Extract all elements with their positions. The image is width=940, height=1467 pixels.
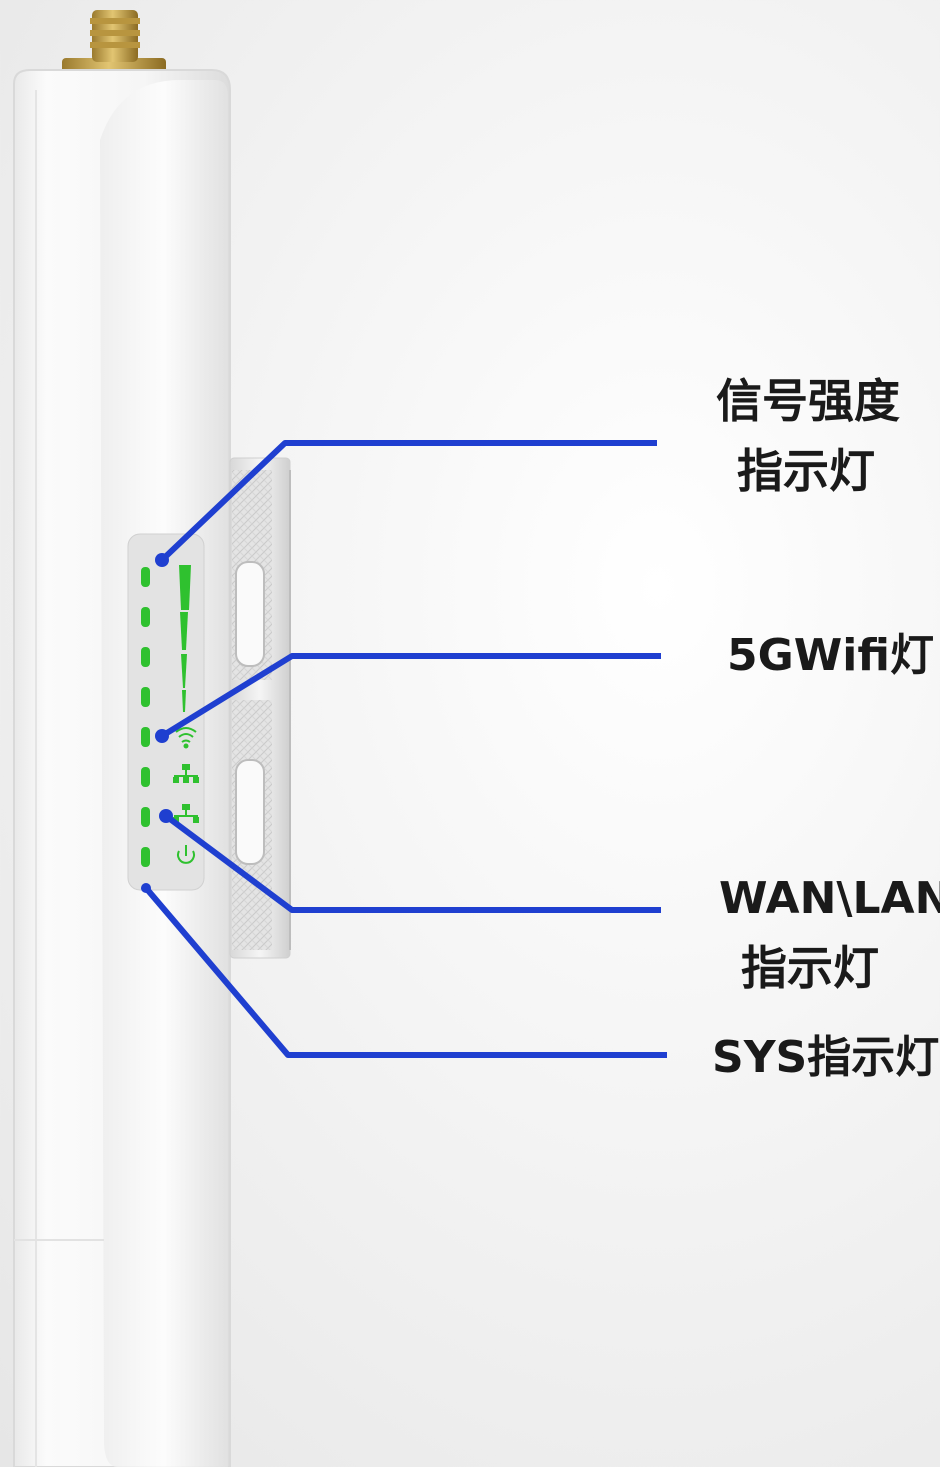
wifi-callout-line [160, 653, 661, 739]
signal-callout-line [159, 440, 657, 563]
signal-strength-label-line2: 指示灯 [737, 444, 875, 498]
wifi-icon [175, 727, 197, 749]
wan-lan-callout-line [164, 813, 661, 913]
wan-lan-label-line2: 指示灯 [741, 941, 879, 995]
sys-label: SYS指示灯 [712, 1032, 940, 1083]
mounting-bracket [229, 457, 291, 959]
led-column [141, 567, 150, 867]
led-panel [127, 533, 205, 891]
wifi-5g-label: 5GWifi灯 [727, 630, 934, 681]
signal-led-2 [141, 607, 150, 627]
lan-led [141, 807, 150, 827]
signal-led-4 [141, 687, 150, 707]
network-icon [173, 764, 199, 783]
signal-strength-label: 信号强度 [716, 374, 900, 428]
sys-led [141, 847, 150, 867]
sys-callout-line [143, 886, 667, 1058]
antenna-connector [62, 10, 166, 74]
wifi-led [141, 727, 150, 747]
wan-led [141, 767, 150, 787]
signal-led-3 [141, 647, 150, 667]
power-icon [177, 845, 195, 864]
callout-dots [141, 553, 173, 893]
wan-lan-label: WAN\LAN [719, 873, 940, 924]
callout-lines [143, 440, 667, 1058]
signal-bars-icon [179, 565, 191, 712]
signal-led-1 [141, 567, 150, 587]
